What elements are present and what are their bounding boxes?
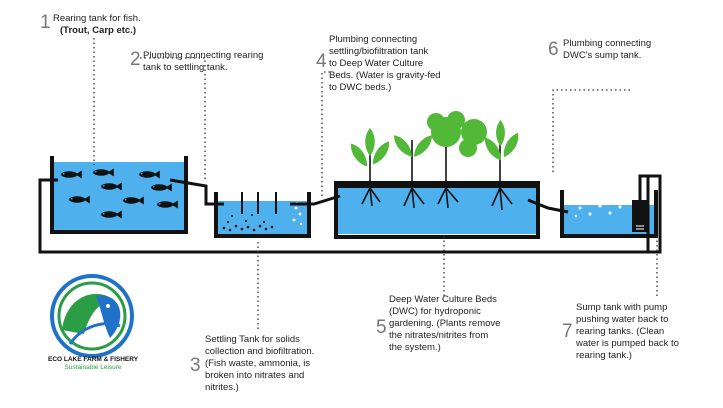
rearing-tank bbox=[50, 156, 188, 234]
logo-name: ECO LAKE FARM & FISHERY bbox=[48, 356, 139, 363]
step-7-label: Sump tank with pump pushing water back t… bbox=[576, 302, 679, 361]
settling-tank bbox=[214, 192, 311, 238]
leader-lines bbox=[93, 38, 658, 332]
step-1-label: Rearing tank for fish. bbox=[53, 13, 141, 24]
step-4-number: 4 bbox=[316, 51, 327, 72]
plumbing bbox=[38, 174, 662, 254]
pump bbox=[632, 200, 648, 232]
step-2-number: 2 bbox=[130, 49, 141, 70]
step-6-number: 6 bbox=[548, 39, 559, 60]
step-3-label: Settling Tank for solids collection and … bbox=[205, 334, 315, 393]
step-3-number: 3 bbox=[190, 355, 201, 376]
step-5-number: 5 bbox=[376, 317, 387, 338]
step-5-label: Deep Water Culture Beds (DWC) for hydrop… bbox=[389, 294, 501, 353]
step-2-label: Plumbing connecting rearing tank to sett… bbox=[143, 50, 264, 73]
eco-lake-logo-mark bbox=[50, 274, 134, 358]
dwc-bed bbox=[334, 181, 540, 239]
step-7-number: 7 bbox=[562, 321, 573, 342]
step-1-number: 1 bbox=[40, 12, 51, 33]
logo-tagline: Sustainable Leisure bbox=[64, 364, 122, 371]
step-6-label: Plumbing connecting DWC's sump tank. bbox=[563, 38, 652, 61]
step-1-sublabel: (Trout, Carp etc.) bbox=[60, 25, 137, 36]
plants bbox=[347, 111, 523, 188]
step-4-label: Plumbing connecting settling/biofiltrati… bbox=[329, 34, 441, 93]
